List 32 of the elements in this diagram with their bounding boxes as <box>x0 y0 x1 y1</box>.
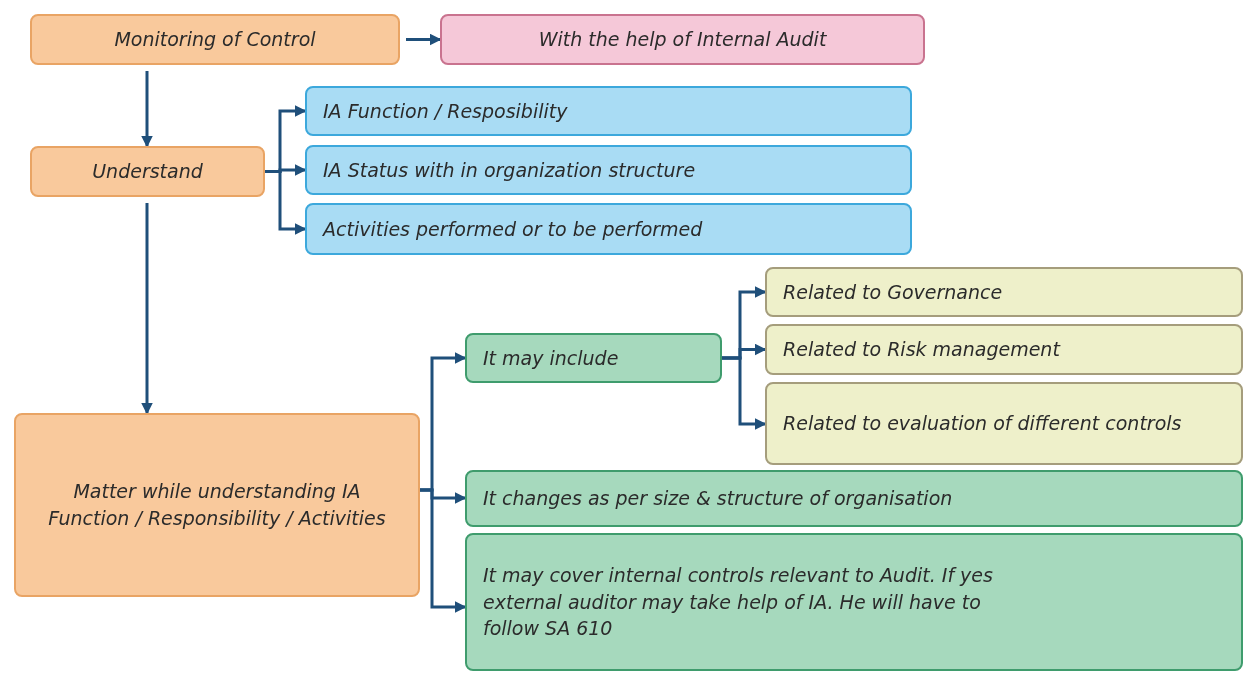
box-label: IA Status with in organization structure <box>323 157 696 183</box>
box-label: Related to Governance <box>783 279 1003 305</box>
box-label: With the help of Internal Audit <box>538 27 827 53</box>
process-box <box>440 14 925 65</box>
arrow <box>265 170 307 235</box>
box-label: Monitoring of Control <box>114 27 316 53</box>
process-box <box>465 470 1243 527</box>
process-box <box>30 146 265 197</box>
process-box <box>305 203 912 255</box>
arrow <box>141 71 153 148</box>
box-label: It may cover internal controls relevant to Audit. If yes external auditor may take help of IA. He will have to follow SA 610 <box>483 563 994 642</box>
process-box <box>765 267 1243 317</box>
arrow <box>420 488 467 613</box>
box-label: Activities performed or to be performed <box>323 216 703 242</box>
box-label: Related to Risk management <box>783 337 1060 363</box>
process-box <box>465 333 722 383</box>
process-box <box>305 86 912 136</box>
box-label: Matter while understanding IA Function / Responsibility / Activities <box>47 479 387 531</box>
box-label: Related to evaluation of different controls <box>783 411 1182 437</box>
process-box <box>14 413 420 597</box>
process-box <box>305 145 912 195</box>
box-label: Understand <box>92 159 203 185</box>
arrow <box>141 203 153 415</box>
process-box <box>30 14 400 65</box>
process-box <box>765 324 1243 375</box>
process-box <box>765 382 1243 465</box>
process-box <box>465 533 1243 671</box>
box-label: It may include <box>483 345 619 371</box>
box-label: It changes as per size & structure of organisation <box>483 486 953 512</box>
arrow <box>406 33 442 46</box>
box-label: IA Function / Resposibility <box>323 98 568 124</box>
arrow <box>722 356 767 430</box>
